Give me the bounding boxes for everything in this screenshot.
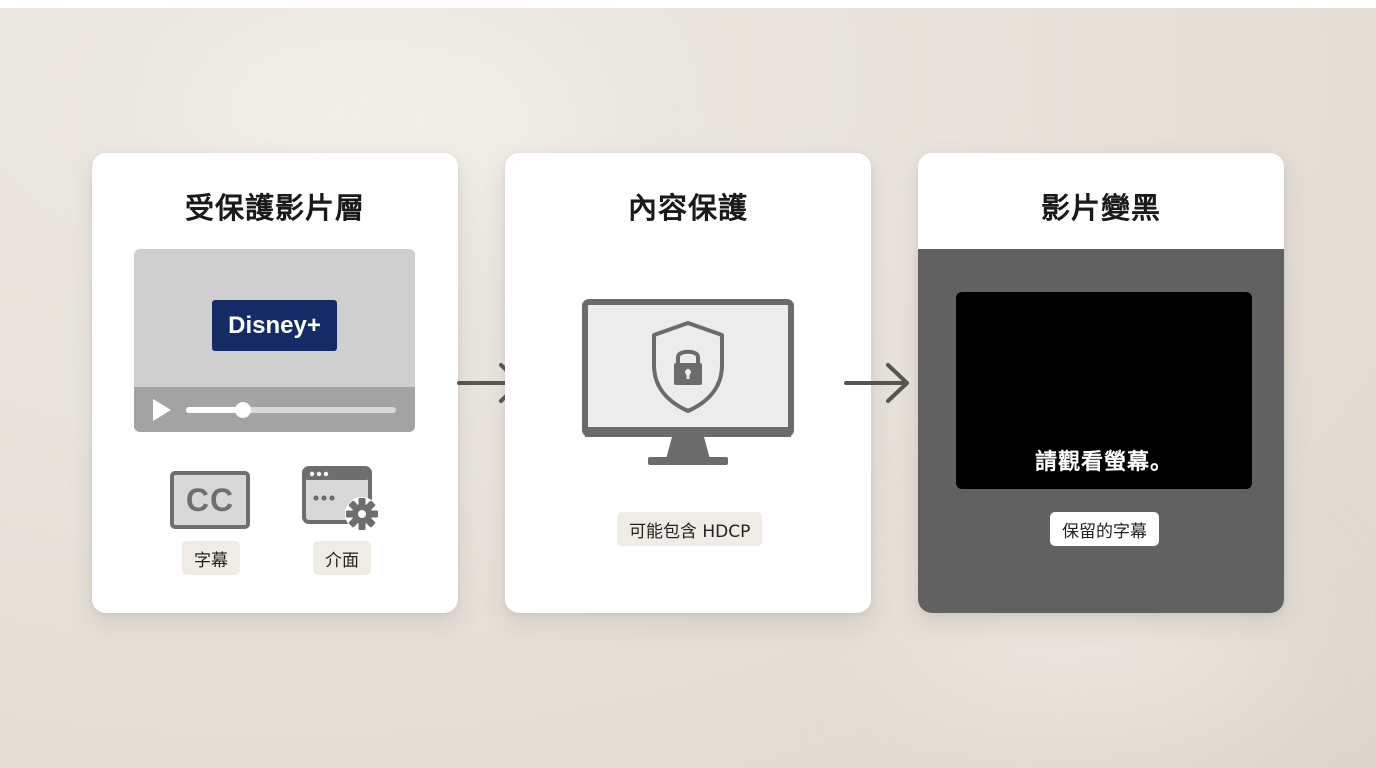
card-protected-video-layer: 受保護影片層 Disney+ CC 字幕 <box>92 153 458 613</box>
video-player: Disney+ <box>134 249 415 432</box>
card-title: 影片變黑 <box>1040 191 1161 225</box>
hdcp-note: 可能包含 HDCP <box>617 512 763 546</box>
feature-chip-subtitles: 字幕 <box>182 541 240 575</box>
monitor-shield-lock-icon <box>582 299 794 465</box>
card-content-protection: 內容保護 可能包含 HDCP <box>505 153 871 613</box>
progress-track[interactable] <box>186 402 396 418</box>
progress-thumb[interactable] <box>234 402 251 418</box>
progress-fill <box>186 407 243 413</box>
card-video-blackout: 影片變黑 請觀看螢幕。 保留的字幕 <box>918 153 1284 613</box>
arrow-right-icon <box>844 363 909 403</box>
screen-message: 請觀看螢幕。 <box>1034 450 1173 475</box>
brand-logo: Disney+ <box>212 300 337 351</box>
card-title: 受保護影片層 <box>184 191 365 225</box>
black-screen: 請觀看螢幕。 <box>956 292 1252 489</box>
player-controls <box>134 387 415 432</box>
retained-subtitles-note: 保留的字幕 <box>1050 512 1159 546</box>
play-icon[interactable] <box>153 399 171 421</box>
ui-settings-icon <box>302 466 379 531</box>
cc-icon: CC <box>170 471 250 529</box>
card-title: 內容保護 <box>627 191 748 225</box>
feature-chip-interface: 介面 <box>313 541 371 575</box>
title-band <box>918 153 1284 249</box>
top-border <box>0 0 1376 8</box>
